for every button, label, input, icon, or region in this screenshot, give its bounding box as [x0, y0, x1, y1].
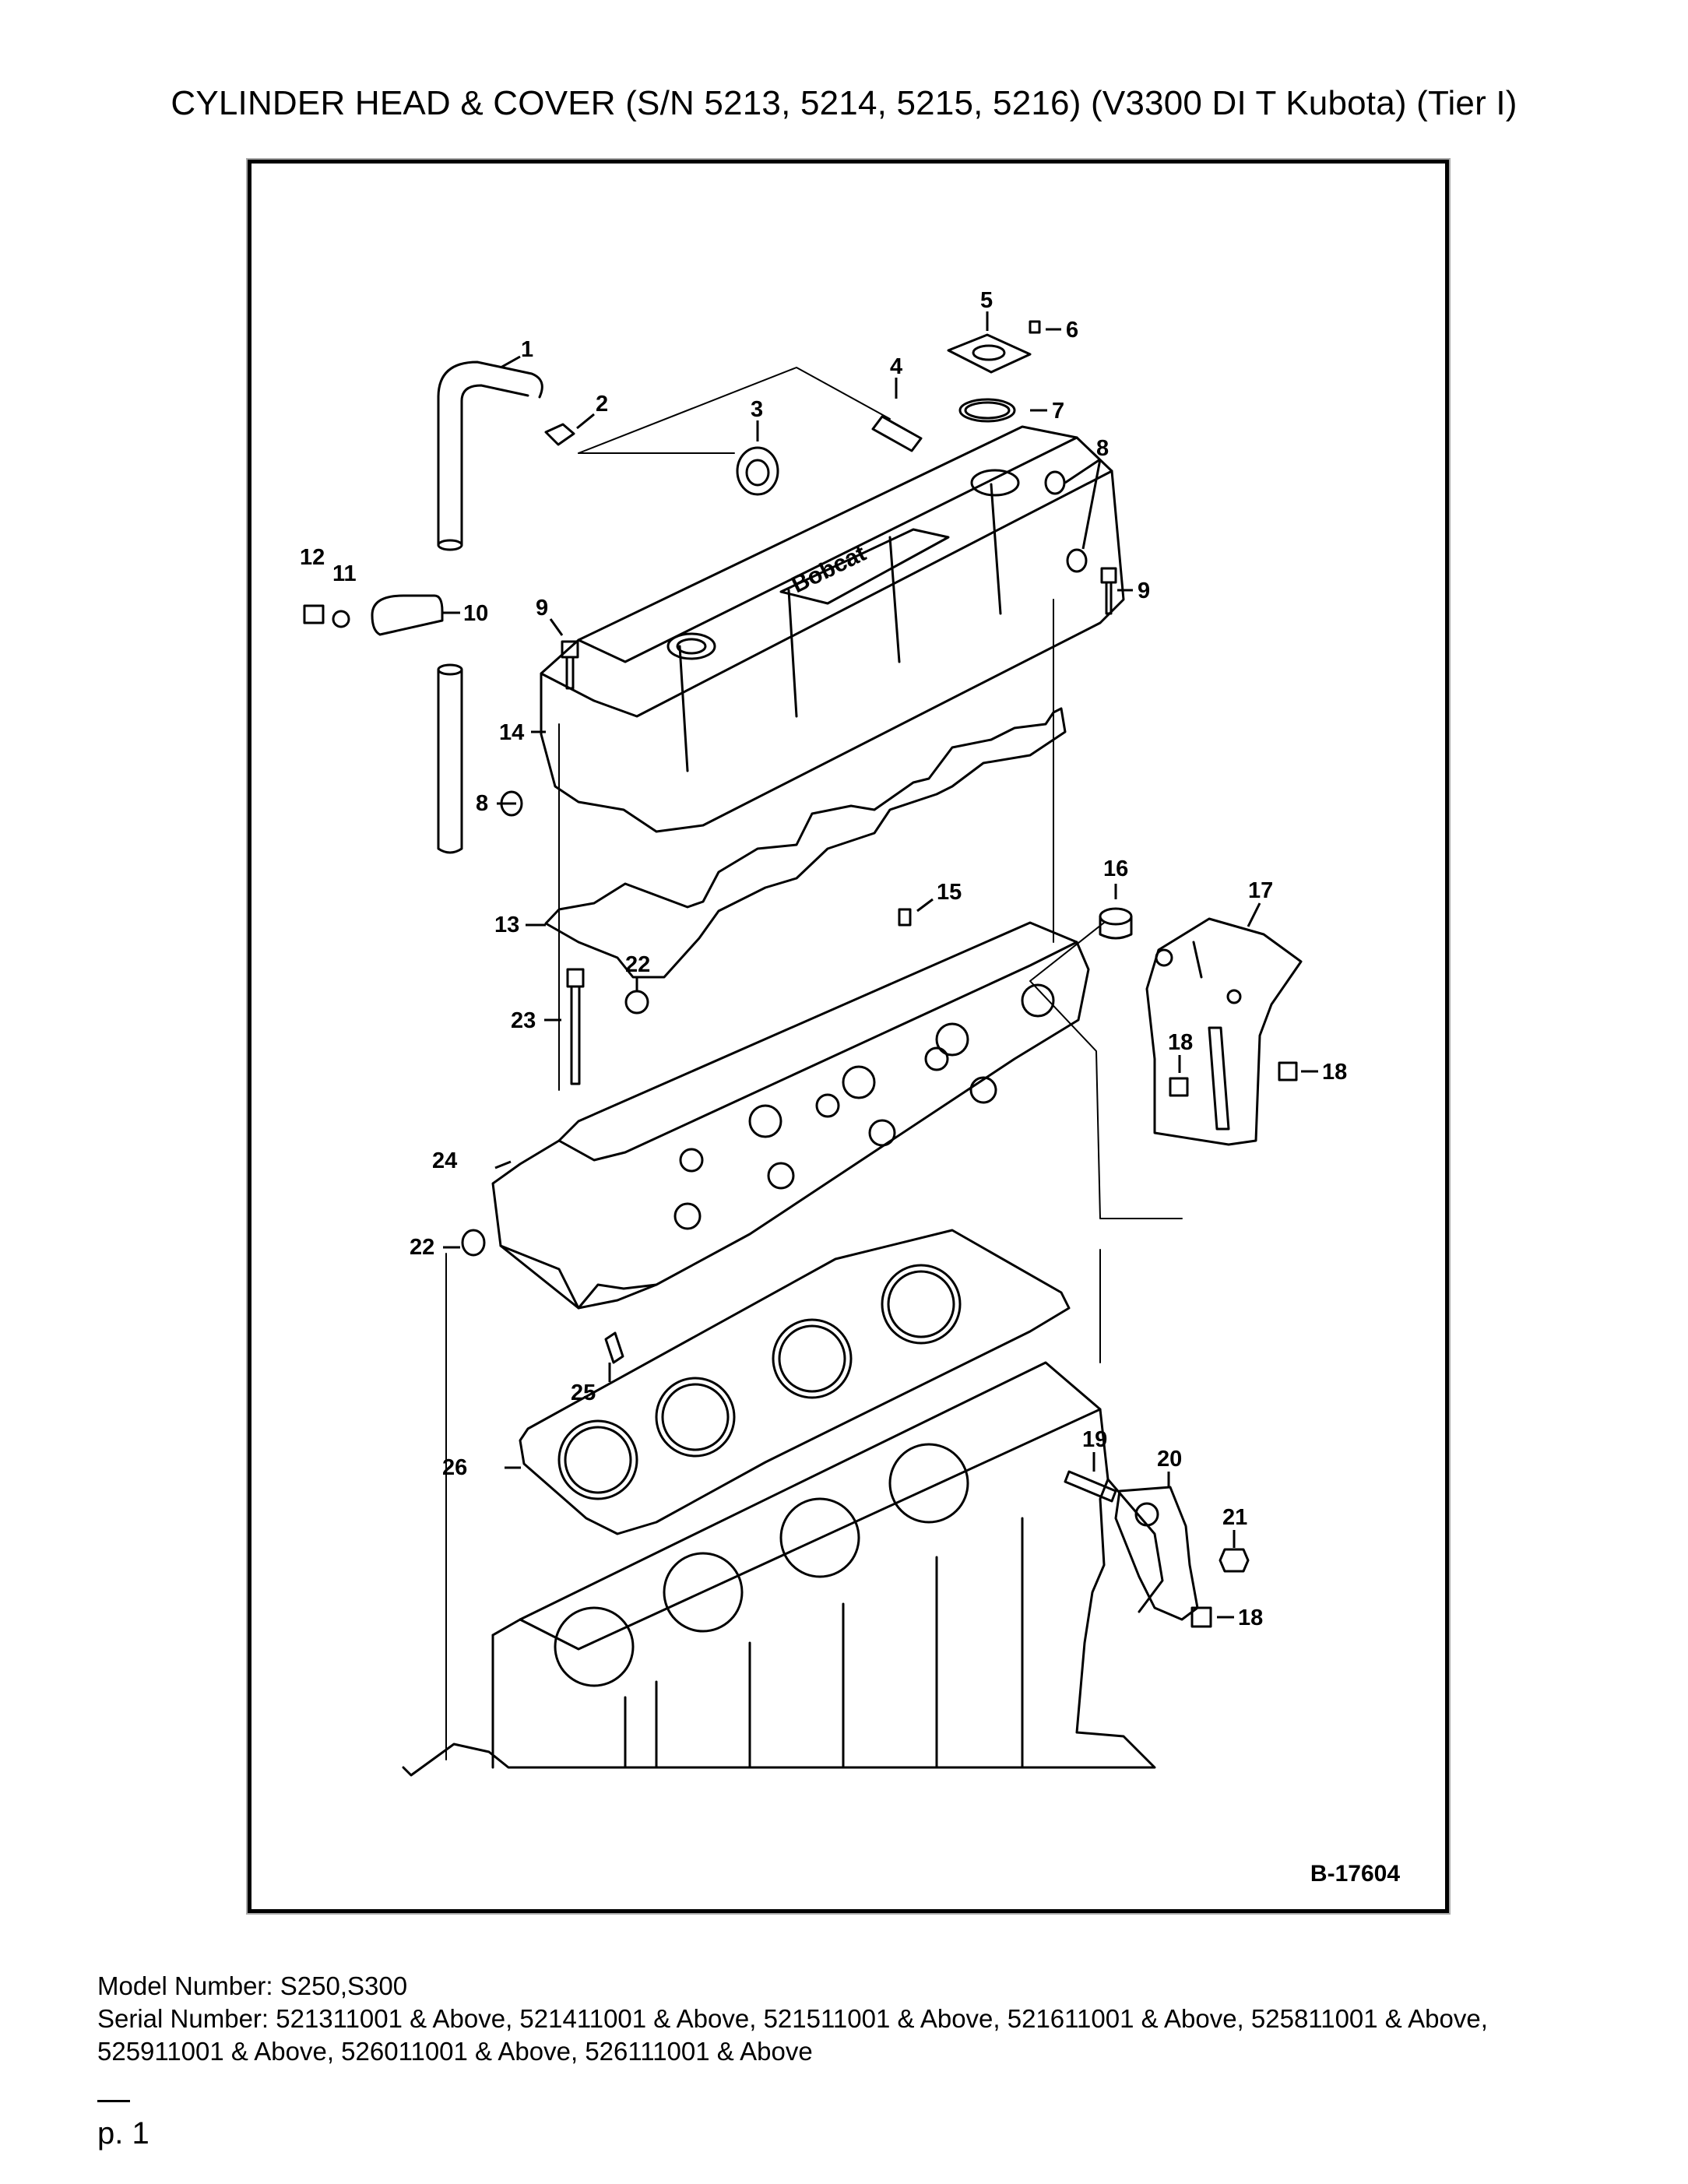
part-25-dowel: [604, 1331, 624, 1364]
callout-7: 7: [1052, 399, 1064, 424]
callout-6: 6: [1066, 318, 1078, 343]
logo-plate: [779, 528, 950, 605]
part-11-washer: [332, 610, 350, 628]
part-5-breather-cover: [947, 333, 1032, 374]
callout-24: 24: [432, 1148, 457, 1173]
callout-26: 26: [442, 1455, 467, 1480]
callout-12: 12: [300, 545, 325, 570]
diagram-frame: 1 2 3 4 5 6 7 8 8 9 9 10 11 12 13 14 15 …: [248, 160, 1449, 1913]
part-21-nut: [1219, 1548, 1250, 1573]
model-number-label: Model Number:: [97, 1971, 273, 2000]
part-3-oil-cap: [736, 446, 779, 496]
callout-10: 10: [463, 601, 488, 626]
part-17-bracket: [1145, 917, 1303, 1146]
model-serial-info: Model Number: S250,S300 Serial Number: 5…: [97, 1970, 1600, 2068]
part-1-hose: [437, 360, 543, 547]
callout-8: 8: [1096, 436, 1109, 461]
bobcat-logo: Bobcat: [788, 540, 870, 598]
part-7-o-ring: [958, 398, 1016, 423]
part-16-plug: [1099, 907, 1133, 926]
callout-5: 5: [980, 288, 993, 313]
part-23-stud-bolt: [566, 968, 585, 1085]
callout-20: 20: [1157, 1447, 1182, 1472]
page-rule: [97, 2100, 130, 2102]
part-4-pipe: [871, 415, 923, 452]
callout-9-b: 9: [536, 596, 548, 621]
part-22-plug: [461, 1229, 486, 1257]
callout-14: 14: [499, 720, 524, 745]
callout-3: 3: [751, 397, 763, 422]
part-26-head-gasket: [519, 1229, 1071, 1535]
part-19-stud: [1064, 1470, 1117, 1503]
exploded-parts-diagram: 1 2 3 4 5 6 7 8 8 9 9 10 11 12 13 14 15 …: [300, 288, 1347, 1777]
part-2-clamp: [544, 423, 575, 446]
cylinder-block: [402, 1361, 1156, 1777]
part-18-bolt: [1190, 1606, 1212, 1628]
part-9-bolt: [1100, 567, 1117, 615]
figure-id: B-17604: [1310, 1861, 1400, 1887]
part-15-screw: [898, 908, 912, 927]
part-12-bolt: [303, 604, 325, 624]
callout-19: 19: [1082, 1427, 1107, 1452]
part-6-screw: [1029, 320, 1041, 334]
part-10-clip: [371, 594, 444, 636]
part-20-bracket: [1114, 1486, 1199, 1621]
part-22-plug: [624, 990, 649, 1015]
callout-22: 22: [625, 952, 650, 977]
serial-number-label: Serial Number:: [97, 2004, 269, 2033]
part-8-grommet: [1044, 470, 1066, 495]
callout-22-b: 22: [410, 1235, 434, 1260]
callout-18-b: 18: [1322, 1060, 1347, 1085]
part-18-bolt: [1278, 1061, 1298, 1081]
callout-21: 21: [1222, 1505, 1247, 1530]
callout-17: 17: [1248, 878, 1273, 903]
part-24-cylinder-head: [491, 921, 1090, 1310]
model-number-value: S250,S300: [280, 1971, 408, 2000]
callout-8-b: 8: [476, 791, 488, 816]
part-13-gasket: [544, 707, 1067, 979]
model-number-row: Model Number: S250,S300: [97, 1970, 1600, 2003]
part-18-bolt: [1169, 1077, 1189, 1097]
part-8-grommet: [1066, 548, 1088, 573]
callout-4: 4: [890, 354, 902, 379]
part-14-valve-cover: [540, 425, 1125, 833]
callout-15: 15: [937, 880, 962, 905]
part-1-hose-lower: [437, 668, 463, 854]
page-title: CYLINDER HEAD & COVER (S/N 5213, 5214, 5…: [171, 84, 1517, 122]
page-number: p. 1: [97, 2116, 149, 2151]
callout-16: 16: [1103, 856, 1128, 881]
callout-25: 25: [571, 1380, 596, 1405]
callout-13: 13: [494, 913, 519, 937]
serial-number-value: 521311001 & Above, 521411001 & Above, 52…: [97, 2004, 1488, 2066]
serial-number-row: Serial Number: 521311001 & Above, 521411…: [97, 2003, 1600, 2068]
callout-18: 18: [1168, 1030, 1193, 1055]
callout-11: 11: [332, 561, 357, 586]
callout-2: 2: [596, 392, 608, 417]
callout-18-c: 18: [1238, 1605, 1263, 1630]
callout-23: 23: [511, 1008, 536, 1033]
callout-9: 9: [1138, 579, 1150, 603]
callout-1: 1: [521, 337, 533, 362]
